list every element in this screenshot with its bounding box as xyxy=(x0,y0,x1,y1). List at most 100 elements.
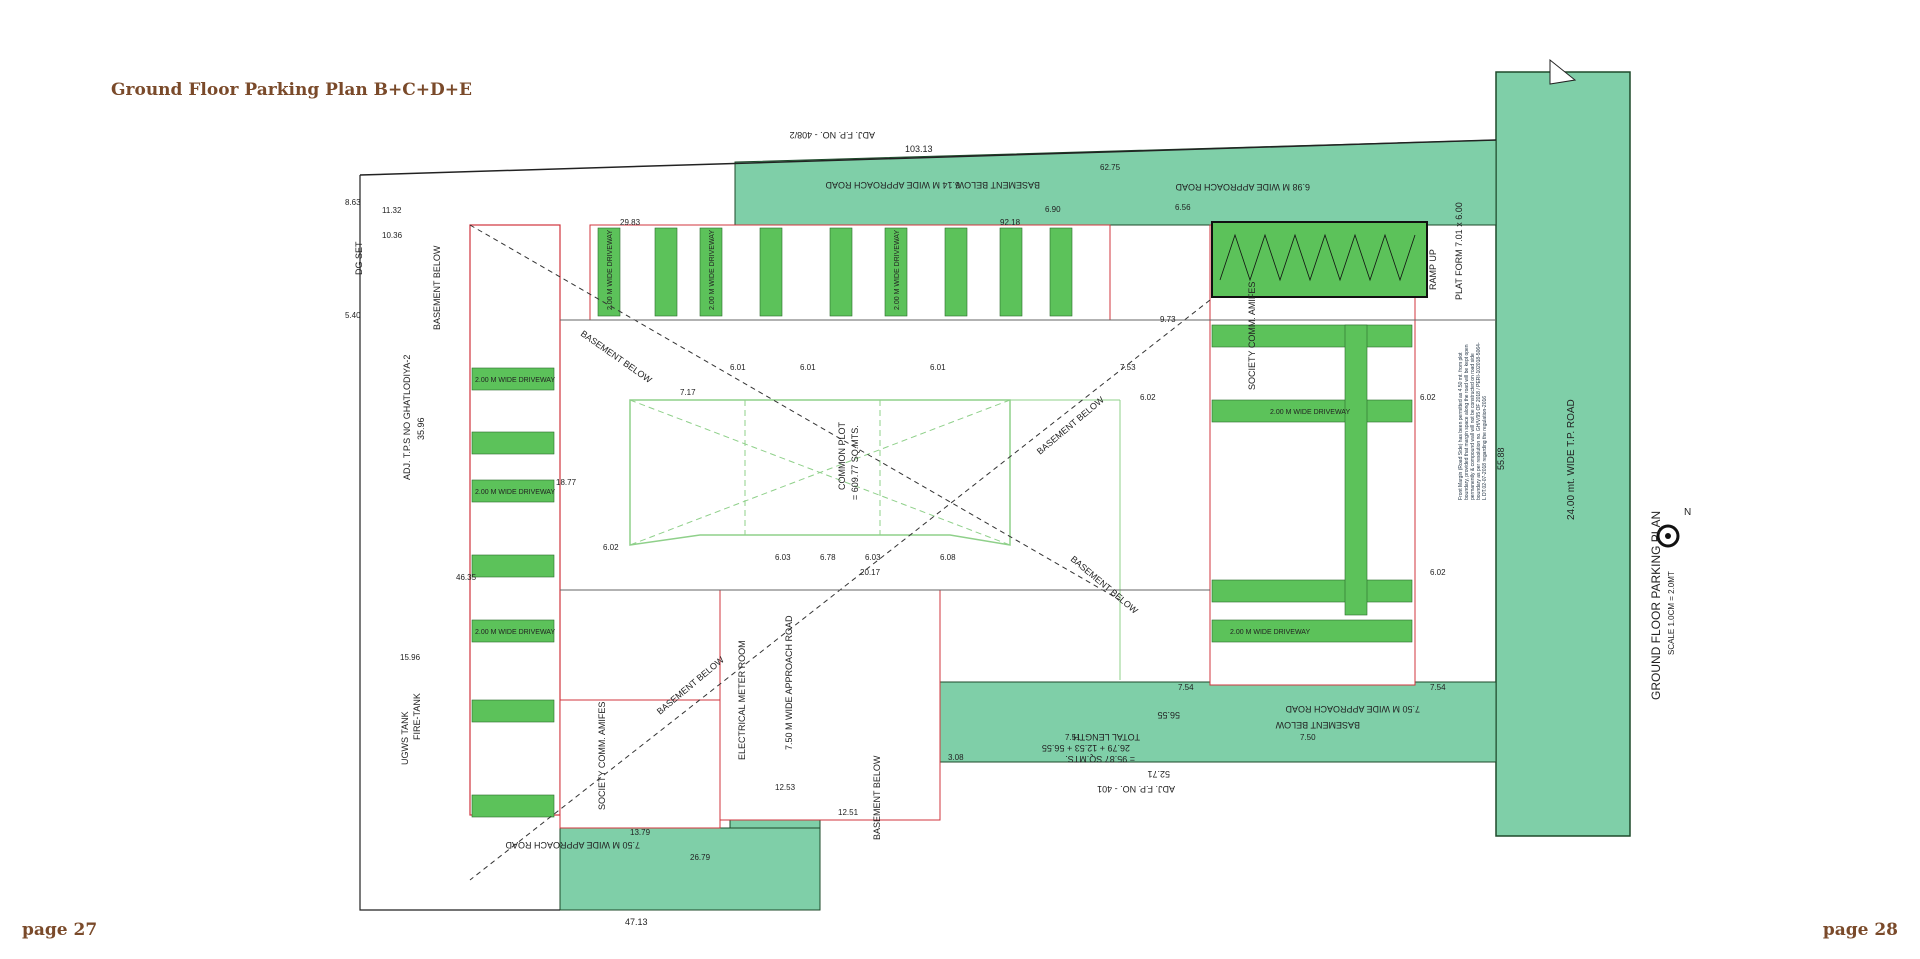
left-driveway xyxy=(471,699,555,723)
dimension-label: 12.53 xyxy=(775,783,796,792)
driveway-label: 2.00 M WIDE DRIVEWAY xyxy=(475,489,555,496)
adj-north: ADJ. F.P. NO. - 408/2 xyxy=(790,130,875,140)
dimension-label: 7.51 xyxy=(1065,733,1081,742)
road-south-vert-label: 7.50 M WIDE APPROACH ROAD xyxy=(784,615,794,750)
left-driveway xyxy=(471,479,555,503)
dimension-label: 7.54 xyxy=(1178,683,1194,692)
west-boundary xyxy=(359,175,560,911)
dimension-label: 6.03 xyxy=(775,553,791,562)
dimension-label: 92.18 xyxy=(1000,218,1021,227)
dimension-label: 6.90 xyxy=(1045,205,1061,214)
driveway-label: 2.00 M WIDE DRIVEWAY xyxy=(475,629,555,636)
caption: GROUND FLOOR PARKING PLAN xyxy=(1649,511,1663,700)
ramp xyxy=(1211,221,1428,298)
dimension-label: 6.01 xyxy=(800,363,816,372)
basement-below-diag3: BASEMENT BELOW xyxy=(579,328,654,385)
fire-tank-label: FIRE-TANK xyxy=(412,693,422,740)
dimension-label: 29.83 xyxy=(620,218,641,227)
basement-below-west: BASEMENT BELOW xyxy=(432,245,442,330)
dimension-label: 13.79 xyxy=(630,828,651,837)
dg-set-label: DG SET xyxy=(354,241,364,275)
west-dim: 35.96 xyxy=(416,417,426,440)
platform: PLAT FORM 7.01 x 6.00 xyxy=(1454,202,1464,300)
dimension-label: 6.03 xyxy=(865,553,881,562)
dimension-label: 11.32 xyxy=(382,206,402,215)
top-driveway xyxy=(759,227,783,317)
ug-tank-label: UGWS TANK xyxy=(400,711,410,765)
dimension-label: 46.35 xyxy=(456,573,477,582)
north-arrow-icon xyxy=(1656,524,1680,548)
dimension-label: 18.77 xyxy=(556,478,577,487)
page-number-left: page 27 xyxy=(22,920,98,940)
dimension-label: 12.51 xyxy=(838,808,859,817)
left-driveway xyxy=(471,554,555,578)
top-driveway xyxy=(1049,227,1073,317)
north-dim: 103.13 xyxy=(905,144,933,154)
dimension-label: 6.02 xyxy=(1140,393,1156,402)
adj-west: ADJ. T.P.S NO GHATLODIYA-2 xyxy=(402,355,412,480)
dimension-label: 20.17 xyxy=(860,568,881,577)
right-driveway-vertical xyxy=(1344,324,1368,616)
south-dim: 52.71 xyxy=(1147,769,1170,779)
dimension-label: 6.78 xyxy=(820,553,836,562)
dimension-label: 6.01 xyxy=(930,363,946,372)
right-driveway xyxy=(1211,324,1413,348)
road-south-label: 7.50 M WIDE APPROACH ROAD xyxy=(1285,704,1420,714)
adj-south: ADJ. F.P. NO. - 401 xyxy=(1097,784,1175,794)
left-driveway xyxy=(471,367,555,391)
dim-5655: 56.55 xyxy=(1157,710,1180,720)
road-north-2-label: 6.98 M WIDE APPROACH ROAD xyxy=(1175,182,1310,192)
plot-boundary xyxy=(359,139,1497,176)
top-driveway xyxy=(597,227,621,317)
society-room-label: SOCIETY COMM. AMIFES xyxy=(1247,282,1257,390)
right-block xyxy=(1209,224,1416,686)
road-east-dim: 55.88 xyxy=(1496,447,1506,470)
dimension-label: 6.02 xyxy=(1430,568,1446,577)
dimension-label: 26.79 xyxy=(690,853,711,862)
driveway-label: 2.00 M WIDE DRIVEWAY xyxy=(475,377,555,384)
basement-below-north: BASEMENT BELOW xyxy=(955,180,1040,190)
dimension-label: 5.40 xyxy=(345,311,361,320)
road-east-label: 24.00 mt. WIDE T.P. ROAD xyxy=(1566,399,1577,520)
driveway-label: 2.00 M WIDE DRIVEWAY xyxy=(607,230,614,310)
electrical-room-label: ELECTRICAL METER ROOM xyxy=(737,640,747,760)
road-north-label: 6.14 M WIDE APPROACH ROAD xyxy=(825,180,960,190)
dimension-label: 10.36 xyxy=(382,231,403,240)
east-road xyxy=(1495,71,1631,837)
bottom-middle-block xyxy=(719,589,941,821)
top-driveway xyxy=(884,227,908,317)
common-plot-area: = 609.77 SQ.MTS. xyxy=(850,425,860,500)
common-plot-label: COMMON PLOT xyxy=(837,421,847,490)
ramp-up: RAMP UP xyxy=(1428,249,1438,290)
page-number-right: page 28 xyxy=(1822,920,1898,940)
ramp-hatching xyxy=(1219,233,1416,282)
scale: SCALE 1.0CM = 2.0MT xyxy=(1667,571,1676,655)
top-driveway xyxy=(829,227,853,317)
dimension-label: 6.01 xyxy=(730,363,746,372)
dimension-label: 9.73 xyxy=(1160,315,1176,324)
left-wing xyxy=(469,224,561,816)
bottom-dim: 47.13 xyxy=(625,917,648,927)
top-driveway xyxy=(999,227,1023,317)
dimension-label: 15.96 xyxy=(400,653,421,662)
top-driveway xyxy=(944,227,968,317)
dimension-label: 62.75 xyxy=(1100,163,1121,172)
driveway-label: 2.00 M WIDE DRIVEWAY xyxy=(1230,629,1310,636)
dimension-label: 3.08 xyxy=(948,753,964,762)
total-length-calc: 26.79 + 12.53 + 56.55 xyxy=(1042,743,1130,753)
margin-note: Front Margin (Road Side) has been permit… xyxy=(1458,342,1488,500)
basement-below-sw: BASEMENT BELOW xyxy=(872,755,882,840)
dimension-label: 7.17 xyxy=(680,388,696,397)
total-length: TOTAL LENGTH xyxy=(1073,732,1140,742)
left-driveway xyxy=(471,794,555,818)
basement-below-diag: BASEMENT BELOW xyxy=(1035,394,1106,456)
dimension-label: 6.08 xyxy=(940,553,956,562)
left-driveway xyxy=(471,431,555,455)
basement-below-diag2: BASEMENT BELOW xyxy=(1069,554,1140,616)
right-driveway xyxy=(1211,579,1413,603)
dimension-label: 7.50 xyxy=(1300,733,1316,742)
dimension-label: 7.54 xyxy=(1430,683,1446,692)
left-driveway xyxy=(471,619,555,643)
dimension-label: 7.53 xyxy=(1120,363,1136,372)
